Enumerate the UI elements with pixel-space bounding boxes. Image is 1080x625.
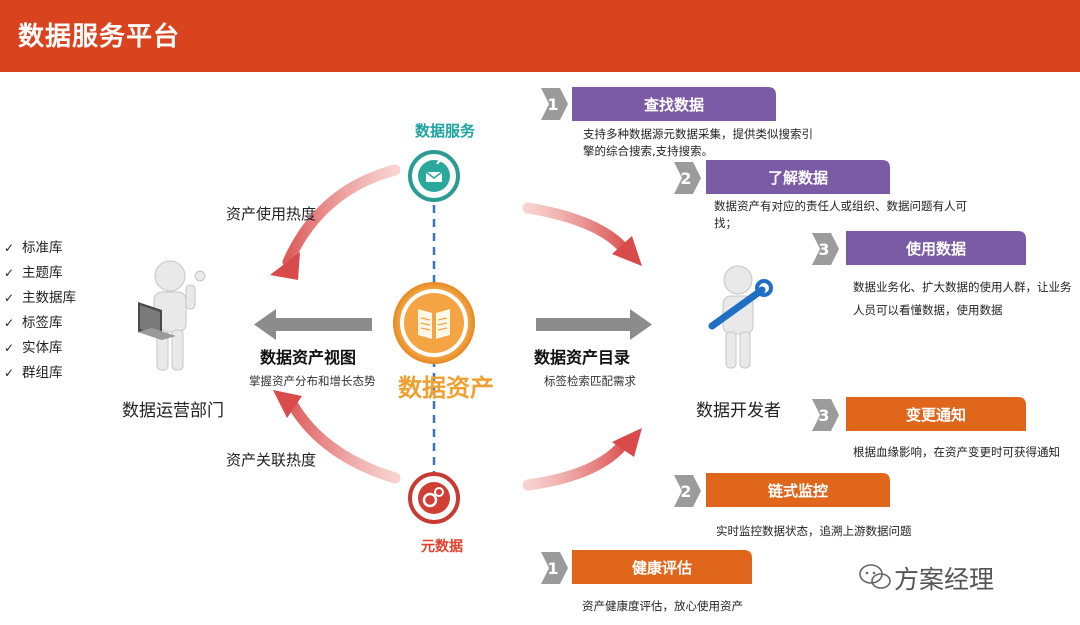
checklist-item: ✓主数据库 (4, 286, 76, 311)
checklist-item: ✓标准库 (4, 236, 76, 261)
step-title-find: 查找数据 (643, 96, 704, 114)
step-badge-2-understand: 2 (674, 162, 701, 194)
check-icon: ✓ (4, 266, 15, 280)
asset-view-title: 数据资产视图 (260, 348, 357, 367)
usage-heat-arrow (270, 164, 401, 280)
step-badge-3-use: 3 (812, 233, 839, 265)
asset-catalog-title: 数据资产目录 (534, 348, 631, 367)
checklist-item: ✓群组库 (4, 361, 76, 386)
metadata-label: 元数据 (421, 539, 463, 555)
step-desc-understand: 数据资产有对应的责任人或组织、数据问题有人可找； (714, 199, 967, 230)
step-badge-1-find: 1 (541, 88, 568, 120)
step-title-health: 健康评估 (631, 559, 692, 577)
svg-text:1: 1 (547, 559, 558, 578)
data-asset-label: 数据资产 (398, 374, 494, 402)
step-desc-health: 资产健康度评估，放心使用资产 (582, 599, 743, 613)
step-desc-notify: 根据血缘影响，在资产变更时可获得通知 (853, 445, 1060, 459)
check-icon: ✓ (4, 241, 15, 255)
page-title: 数据服务平台 (18, 22, 181, 52)
operator-figure (153, 260, 206, 371)
data-service-icon (408, 150, 460, 202)
asset-view-arrow (254, 309, 372, 340)
step-title-notify: 变更通知 (905, 406, 966, 424)
check-icon: ✓ (4, 291, 15, 305)
asset-view-desc: 掌握资产分布和增长态势 (249, 374, 376, 388)
developer-figure (722, 265, 754, 369)
check-icon: ✓ (4, 366, 15, 380)
step-desc-find: 支持多种数据源元数据采集，提供类似搜索引擎的综合搜索,支持搜索。 (583, 127, 813, 158)
svg-text:3: 3 (818, 240, 829, 259)
step-banner-find (572, 87, 776, 121)
step-badge-3-notify: 3 (812, 399, 839, 431)
checklist-item: ✓实体库 (4, 336, 76, 361)
svg-text:2: 2 (680, 169, 691, 188)
asset-catalog-arrow (536, 309, 652, 340)
step-desc-use: 数据业务化、扩大数据的使用人群，让业务人员可以看懂数据，使用数据 (853, 280, 1072, 317)
header-bar: 数据服务平台 (0, 0, 1080, 72)
relation-heat-arrow (273, 390, 401, 484)
metadata-to-developer-arrow (522, 428, 642, 491)
check-icon: ✓ (4, 316, 15, 330)
check-icon: ✓ (4, 341, 15, 355)
step-banner-notify (846, 397, 1026, 431)
relation-heat-label: 资产关联热度 (226, 451, 317, 469)
usage-heat-label: 资产使用热度 (226, 205, 317, 223)
laptop-icon (138, 302, 176, 340)
step-badge-2-monitor: 2 (674, 475, 701, 507)
svg-text:2: 2 (680, 482, 691, 501)
data-service-label: 数据服务 (415, 122, 476, 140)
watermark-text: 方案经理 (894, 565, 995, 594)
step-title-understand: 了解数据 (767, 169, 828, 187)
developer-label: 数据开发者 (696, 401, 781, 421)
step-desc-monitor: 实时监控数据状态，追溯上游数据问题 (716, 524, 912, 538)
step-title-use: 使用数据 (905, 240, 966, 258)
wrench-icon (708, 279, 773, 330)
asset-catalog-desc: 标签检索匹配需求 (544, 374, 636, 388)
checklist-item: ✓主题库 (4, 261, 76, 286)
library-checklist: ✓标准库 ✓主题库 ✓主数据库 ✓标签库 ✓实体库 ✓群组库 (4, 236, 76, 386)
step-banner-understand (706, 160, 890, 194)
data-asset-icon (393, 282, 475, 364)
svg-text:1: 1 (547, 95, 558, 114)
step-title-monitor: 链式监控 (767, 482, 828, 500)
service-to-developer-arrow (522, 202, 642, 266)
checklist-item: ✓标签库 (4, 311, 76, 336)
step-banner-monitor (706, 473, 890, 507)
step-badge-1-health: 1 (541, 552, 568, 584)
svg-text:3: 3 (818, 406, 829, 425)
step-banner-use (846, 231, 1026, 265)
operations-dept-label: 数据运营部门 (122, 401, 224, 421)
metadata-gear-icon (408, 472, 460, 524)
wechat-icon (859, 564, 891, 589)
step-banner-health (572, 550, 752, 584)
